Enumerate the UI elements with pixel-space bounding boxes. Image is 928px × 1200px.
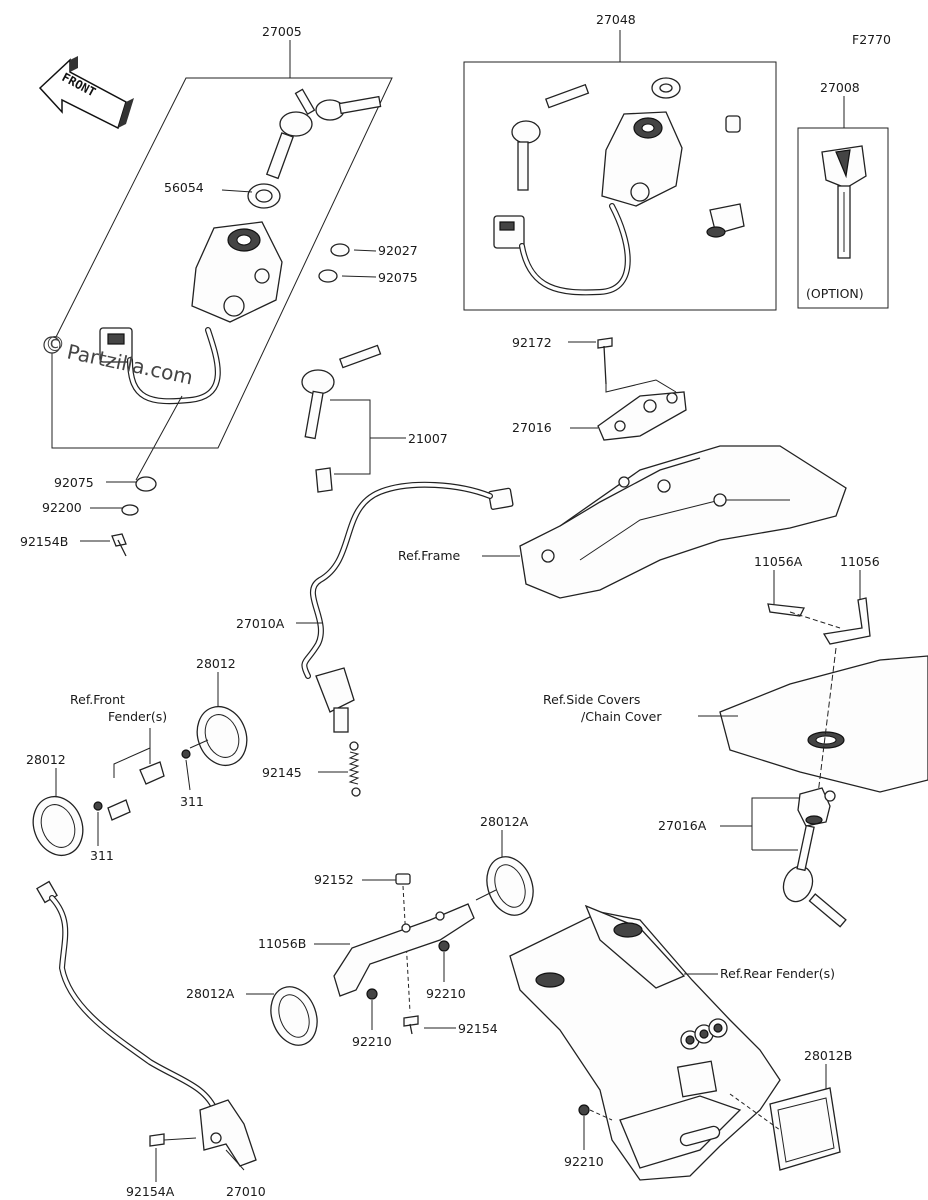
- blank-key-icon: [821, 145, 867, 259]
- front-arrow-icon: FRONT: [38, 56, 134, 130]
- part-number-92154: 92154: [458, 1021, 498, 1036]
- nut-92210-c-icon: [578, 1104, 590, 1116]
- reflector-28012-b-icon: [32, 795, 84, 857]
- part-number-311-b: 311: [90, 848, 114, 863]
- part-number-28012-b: 28012: [26, 752, 66, 767]
- ref-side-covers-1: Ref.Side Covers: [543, 692, 640, 707]
- frame-icon: [519, 445, 847, 599]
- part-number-56054: 56054: [164, 180, 204, 195]
- switch-27010-icon: [36, 880, 257, 1167]
- washer-92200: [121, 504, 139, 516]
- bolt-92172-icon: [597, 337, 613, 385]
- reflector-28012a-top-icon: [475, 856, 534, 916]
- bolt-92154b-icon: [111, 533, 127, 557]
- part-number-92145: 92145: [262, 765, 302, 780]
- part-number-28012-a: 28012: [196, 656, 236, 671]
- key-set-21007: [301, 344, 406, 493]
- reflector-28012-a-icon: [189, 705, 248, 767]
- nut-92210-icon: [366, 940, 450, 1000]
- part-number-92154b: 92154B: [20, 534, 68, 549]
- option-key-box-27008: [797, 127, 889, 309]
- ignition-switch-body-icon: [191, 221, 283, 323]
- part-number-27016: 27016: [512, 420, 552, 435]
- part-number-92210-c: 92210: [564, 1154, 604, 1169]
- washer-92075: [318, 269, 338, 283]
- reflector-28012b-icon: [769, 1087, 841, 1171]
- reflector-28012a-left-icon: [270, 986, 318, 1046]
- part-number-92075-a: 92075: [378, 270, 418, 285]
- part-number-92154a: 92154A: [126, 1184, 175, 1199]
- part-number-28012a-top: 28012A: [480, 814, 529, 829]
- diagram-code: F2770: [852, 32, 891, 47]
- part-number-27010a: 27010A: [236, 616, 285, 631]
- part-number-92027: 92027: [378, 243, 418, 258]
- part-number-92075-b: 92075: [54, 475, 94, 490]
- part-number-28012b: 28012B: [804, 1048, 852, 1063]
- part-number-27016a: 27016A: [658, 818, 707, 833]
- nut-92152-icon: [395, 873, 411, 885]
- part-number-27048: 27048: [596, 12, 636, 27]
- ref-rear-fender: Ref.Rear Fender(s): [720, 966, 835, 981]
- watermark-symbol: ©: [45, 332, 65, 356]
- part-number-92210-a: 92210: [426, 986, 466, 1001]
- part-number-27008: 27008: [820, 80, 860, 95]
- bracket-11056b-icon: [333, 903, 475, 997]
- ignition-switch-set-icon: [493, 77, 745, 296]
- part-number-11056: 11056: [840, 554, 880, 569]
- ref-front-fender-1: Ref.Front: [70, 692, 125, 707]
- part-number-11056b: 11056B: [258, 936, 306, 951]
- part-number-27010: 27010: [226, 1184, 266, 1199]
- spring-92145-icon: [348, 741, 361, 797]
- part-number-27005: 27005: [262, 24, 302, 39]
- part-number-28012a-left: 28012A: [186, 986, 235, 1001]
- bracket-11056-icon: [822, 597, 871, 645]
- bracket-27016-icon: [597, 391, 687, 441]
- seat-lock-icon: [782, 787, 847, 928]
- option-label: (OPTION): [806, 286, 864, 301]
- part-number-21007: 21007: [408, 431, 448, 446]
- ref-front-fender-2: Fender(s): [108, 709, 167, 724]
- bolt-front-fender-icon: [93, 749, 191, 821]
- part-number-92200: 92200: [42, 500, 82, 515]
- ref-frame: Ref.Frame: [398, 548, 461, 563]
- washer-92027: [330, 243, 350, 257]
- switch-cable-27010a: [301, 481, 514, 733]
- ignition-key-icon: [265, 88, 382, 180]
- washer-92075-b: [135, 476, 157, 492]
- clip-11056a-icon: [767, 603, 805, 617]
- part-number-92210-b: 92210: [352, 1034, 392, 1049]
- bolt-92154-icon: [403, 1015, 419, 1035]
- part-number-92152: 92152: [314, 872, 354, 887]
- ref-side-covers-2: /Chain Cover: [581, 709, 662, 724]
- side-cover-icon: [719, 655, 928, 793]
- part-number-11056a: 11056A: [754, 554, 803, 569]
- ignition-switch-assembly-27005: [51, 40, 393, 449]
- part-number-92172: 92172: [512, 335, 552, 350]
- part-number-311-a: 311: [180, 794, 204, 809]
- rear-fender-icon: [509, 904, 781, 1181]
